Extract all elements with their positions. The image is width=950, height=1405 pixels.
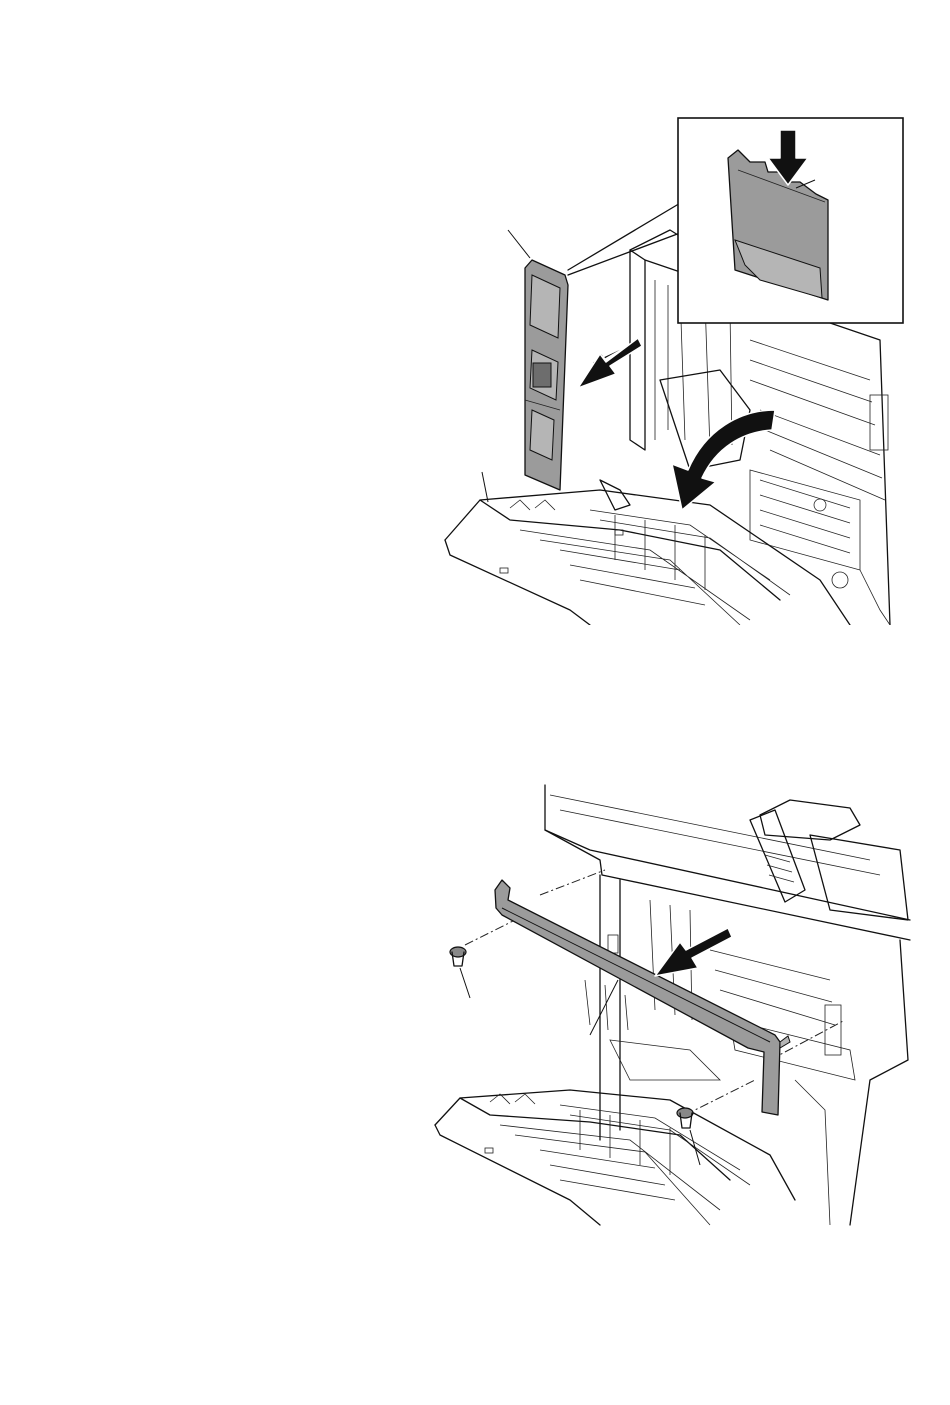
axis-line-rail-right	[770, 1020, 845, 1060]
leader-rail	[590, 980, 618, 1035]
leader-cover	[508, 230, 530, 258]
pull-out-arrow-icon	[578, 338, 642, 388]
figure-remove-right-cover	[420, 110, 910, 625]
right-side-cover	[525, 260, 568, 490]
inset-pointer	[568, 202, 688, 275]
leader-door	[482, 472, 488, 502]
curved-open-arrow-icon	[672, 410, 775, 510]
axis-line-screw	[465, 920, 515, 945]
screw	[677, 1108, 693, 1128]
figure-remove-lower-rail	[430, 780, 915, 1230]
detail-inset	[678, 118, 903, 323]
figure-1-drawing	[420, 110, 910, 625]
right-door	[445, 480, 850, 625]
screw	[450, 947, 466, 966]
leader-screw-1	[460, 968, 470, 998]
leader-screw-2	[690, 1130, 700, 1165]
axis-line-rail-top	[540, 870, 605, 895]
figure-2-drawing	[430, 780, 915, 1230]
axis-line-screw-2	[685, 1080, 755, 1115]
pull-out-arrow-icon	[655, 928, 732, 976]
